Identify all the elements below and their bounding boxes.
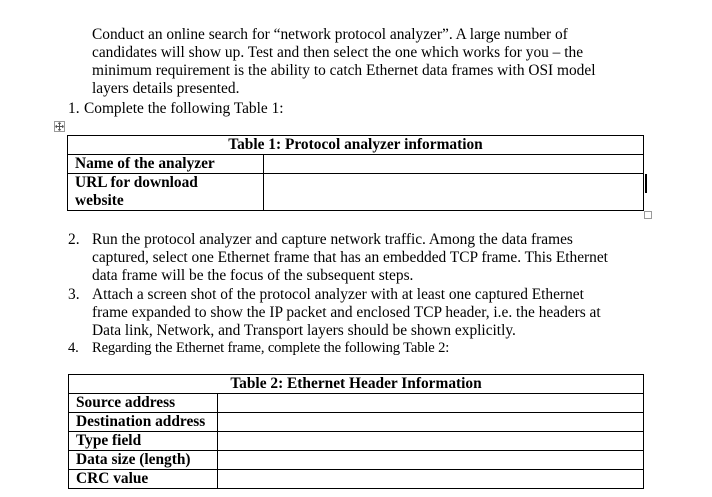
table-row: Data size (length) — [68, 450, 644, 470]
table-row: Name of the analyzer — [67, 154, 644, 174]
table-2-title: Table 2: Ethernet Header Information — [68, 374, 644, 394]
step-text: Regarding the Ethernet frame, complete t… — [92, 340, 450, 356]
table-2-value-crc[interactable] — [217, 469, 644, 489]
step-number: 3. — [68, 286, 80, 303]
table-2-ethernet-header: Table 2: Ethernet Header Information Sou… — [68, 374, 644, 489]
text-cursor — [645, 174, 647, 193]
step-text: Data link, Network, and Transport layers… — [92, 322, 516, 339]
table-resize-handle-icon[interactable] — [644, 211, 652, 219]
table-2-label-source: Source address — [68, 393, 218, 413]
table-1-value-url[interactable] — [263, 173, 644, 211]
table-1-value-analyzer-name[interactable] — [263, 154, 644, 174]
table-2-label-type: Type field — [68, 431, 218, 451]
table-2-value-source[interactable] — [217, 393, 644, 413]
step-text: data frame will be the focus of the subs… — [92, 267, 414, 284]
label-line: website — [75, 192, 124, 209]
step-text: frame expanded to show the IP packet and… — [92, 304, 601, 321]
table-2-label-crc: CRC value — [68, 469, 218, 489]
step-text: Run the protocol analyzer and capture ne… — [92, 231, 573, 248]
table-row: Destination address — [68, 412, 644, 432]
label-line: URL for download — [75, 174, 198, 191]
step-number: 4. — [68, 340, 79, 356]
table-2-value-type[interactable] — [217, 431, 644, 451]
table-1-title: Table 1: Protocol analyzer information — [67, 135, 644, 155]
table-2-value-data-size[interactable] — [217, 450, 644, 470]
table-row: Type field — [68, 431, 644, 451]
table-move-handle-icon[interactable] — [54, 121, 65, 132]
intro-line: minimum requirement is the ability to ca… — [92, 62, 596, 79]
step-text: Complete the following Table 1: — [84, 100, 284, 117]
intro-line: Conduct an online search for “network pr… — [92, 26, 568, 43]
table-1-label-analyzer-name: Name of the analyzer — [67, 154, 264, 174]
table-2-label-destination: Destination address — [68, 412, 218, 432]
table-2-label-data-size: Data size (length) — [68, 450, 218, 470]
step-text: Attach a screen shot of the protocol ana… — [92, 286, 584, 303]
table-row: URL for download website — [67, 173, 644, 211]
table-2-value-destination[interactable] — [217, 412, 644, 432]
intro-line: layers details presented. — [92, 80, 240, 97]
step-number: 1. — [68, 100, 80, 117]
table-row: CRC value — [68, 469, 644, 489]
intro-line: candidates will show up. Test and then s… — [92, 44, 584, 61]
step-number: 2. — [68, 231, 80, 248]
step-text: captured, select one Ethernet frame that… — [92, 249, 608, 266]
table-1-label-url: URL for download website — [67, 173, 264, 211]
table-row: Source address — [68, 393, 644, 413]
table-1-protocol-analyzer: Table 1: Protocol analyzer information N… — [67, 135, 644, 211]
